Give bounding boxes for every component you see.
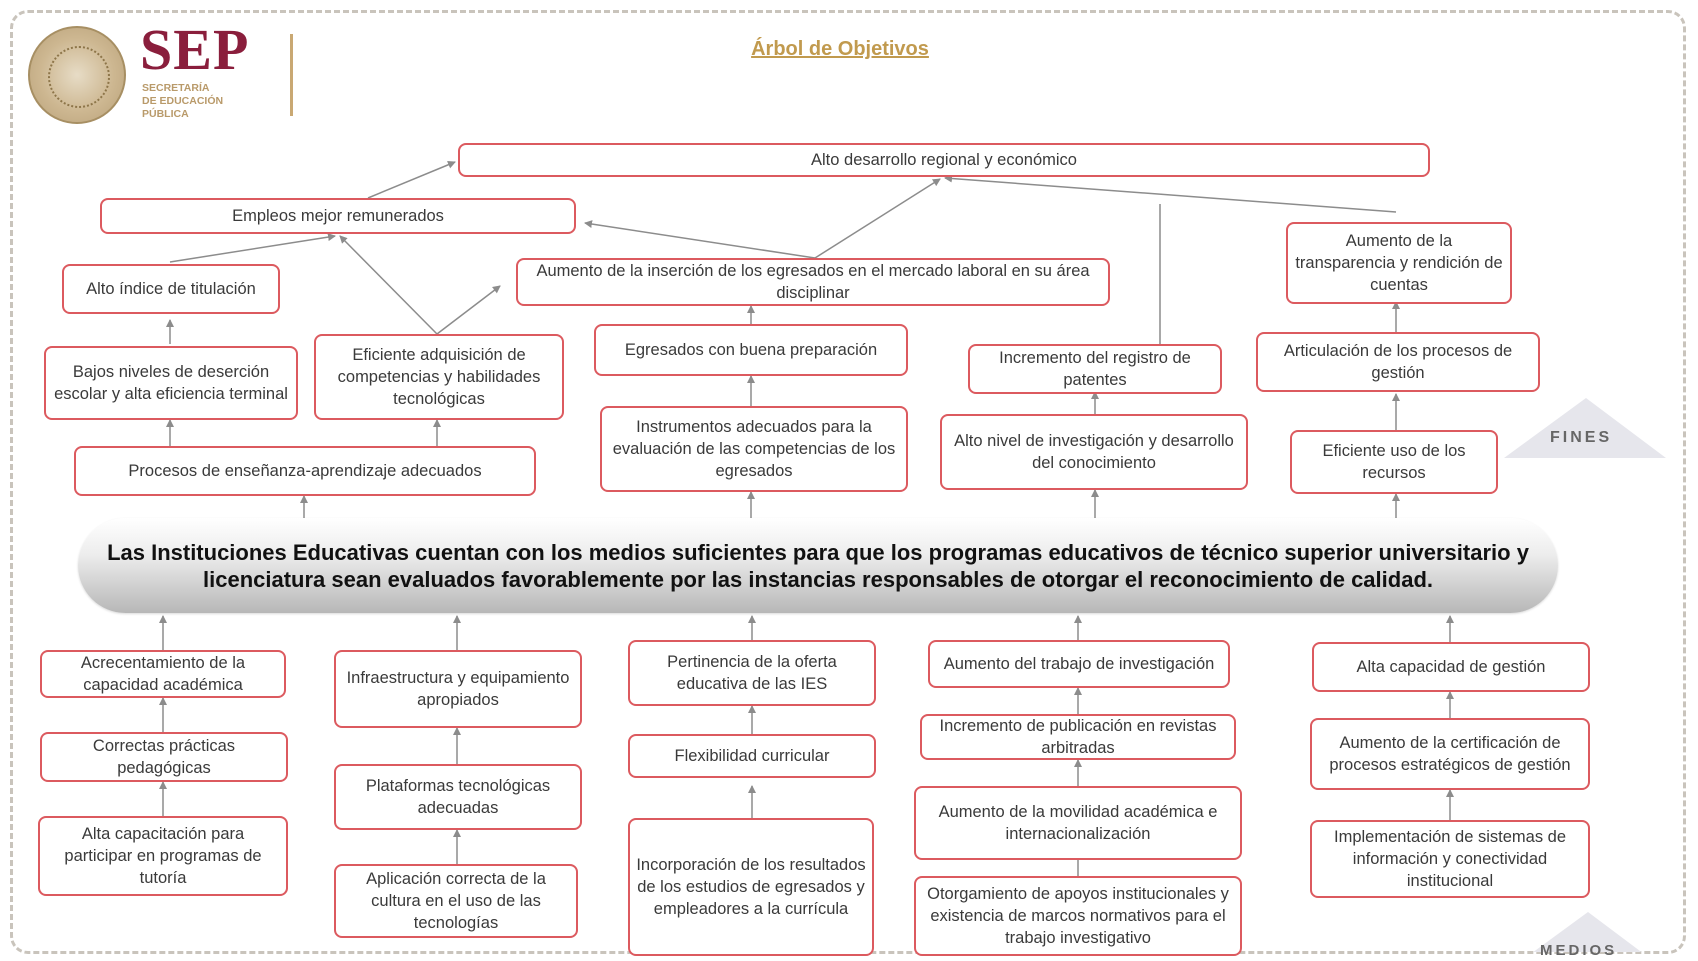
medio-box-infraestructura: Infraestructura y equipamiento apropiado… xyxy=(334,650,582,728)
medio-box-publicacion: Incremento de publicación en revistas ar… xyxy=(920,714,1236,760)
medio-box-plataformas: Plataformas tecnológicas adecuadas xyxy=(334,764,582,830)
medio-box-practicas: Correctas prácticas pedagógicas xyxy=(40,732,288,782)
fin-box-ensenanza: Procesos de enseñanza-aprendizaje adecua… xyxy=(74,446,536,496)
medio-box-movilidad: Aumento de la movilidad académica e inte… xyxy=(914,786,1242,860)
logo-divider xyxy=(290,34,293,116)
fin-box-titulacion: Alto índice de titulación xyxy=(62,264,280,314)
fin-box-transparencia: Aumento de la transparencia y rendición … xyxy=(1286,222,1512,304)
fin-box-articulacion: Articulación de los procesos de gestión xyxy=(1256,332,1540,392)
fin-box-alto-desarrollo: Alto desarrollo regional y económico xyxy=(458,143,1430,177)
fin-box-competencias: Eficiente adquisición de competencias y … xyxy=(314,334,564,420)
fin-box-instrumentos: Instrumentos adecuados para la evaluació… xyxy=(600,406,908,492)
sep-logo-subtitle: SECRETARÍA DE EDUCACIÓN PÚBLICA xyxy=(142,82,224,120)
medio-box-pertinencia: Pertinencia de la oferta educativa de la… xyxy=(628,640,876,706)
medio-box-capacidad-gestion: Alta capacidad de gestión xyxy=(1312,642,1590,692)
fines-label: FINES xyxy=(1550,429,1613,446)
fin-box-patentes: Incremento del registro de patentes xyxy=(968,344,1222,394)
fin-box-desercion: Bajos niveles de deserción escolar y alt… xyxy=(44,346,298,420)
medio-box-sistemas: Implementación de sistemas de informació… xyxy=(1310,820,1590,898)
central-objective: Las Instituciones Educativas cuentan con… xyxy=(78,518,1558,613)
fin-box-empleos: Empleos mejor remunerados xyxy=(100,198,576,234)
page-title: Árbol de Objetivos xyxy=(751,38,929,60)
fin-box-recursos: Eficiente uso de los recursos xyxy=(1290,430,1498,494)
medio-box-capacitacion: Alta capacitación para participar en pro… xyxy=(38,816,288,896)
medio-box-apoyos: Otorgamiento de apoyos institucionales y… xyxy=(914,876,1242,956)
sep-logo-text: SEP xyxy=(140,17,250,82)
medio-box-flexibilidad: Flexibilidad curricular xyxy=(628,734,876,778)
medio-box-incorporacion: Incorporación de los resultados de los e… xyxy=(628,818,874,956)
fin-box-investigacion: Alto nivel de investigación y desarrollo… xyxy=(940,414,1248,490)
medios-label: MEDIOS xyxy=(1540,942,1618,959)
medio-box-capacidad-academica: Acrecentamiento de la capacidad académic… xyxy=(40,650,286,698)
medio-box-certificacion: Aumento de la certificación de procesos … xyxy=(1310,718,1590,790)
medios-triangle xyxy=(1533,912,1642,952)
medio-box-trabajo-investigacion: Aumento del trabajo de investigación xyxy=(928,640,1230,688)
national-seal-logo xyxy=(28,26,126,124)
fin-box-egresados: Egresados con buena preparación xyxy=(594,324,908,376)
fines-triangle xyxy=(1504,398,1666,458)
medio-box-cultura: Aplicación correcta de la cultura en el … xyxy=(334,864,578,938)
fin-box-insercion: Aumento de la inserción de los egresados… xyxy=(516,258,1110,306)
